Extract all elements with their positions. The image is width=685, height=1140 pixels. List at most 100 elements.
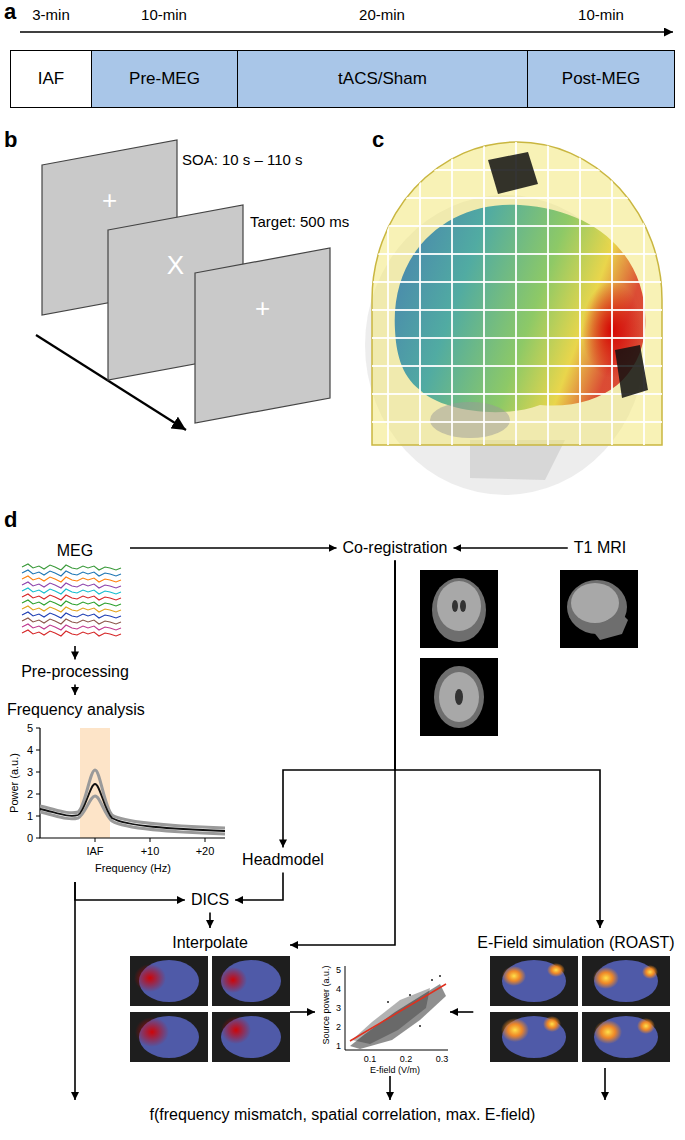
axis-title: E-field (V/m) xyxy=(370,1065,420,1075)
annotation-label: Target: 500 ms xyxy=(250,213,349,230)
mri-slices-part xyxy=(420,658,498,736)
phase-label: tACS/Sham xyxy=(338,69,427,89)
annotation-label: 4 xyxy=(27,744,33,757)
head-model-illustration-part xyxy=(488,152,538,194)
panel-letter: c xyxy=(372,127,384,152)
annotation-label: 10-min xyxy=(141,6,187,23)
phase-label: Pre-MEG xyxy=(129,69,200,89)
meg-traces-part xyxy=(22,576,121,582)
efield-maps-part xyxy=(543,1016,561,1032)
mri-slices-part xyxy=(592,612,628,640)
annotation-label: Frequency (Hz) xyxy=(95,862,171,875)
source-power-maps-part xyxy=(221,1016,251,1044)
tick-label: 2 xyxy=(336,1022,341,1032)
meg-traces-part xyxy=(22,612,121,618)
flow-arrow xyxy=(395,561,600,928)
meg-traces-part xyxy=(22,624,121,630)
flow-arrow xyxy=(130,547,337,549)
flow-arrow xyxy=(74,685,76,695)
efield-maps-part xyxy=(637,1018,655,1034)
step-label: T1 MRI xyxy=(574,538,626,557)
efield-maps-part xyxy=(582,1012,670,1062)
process-step: MEG xyxy=(20,536,130,646)
scatter-cloud-part xyxy=(350,984,446,1041)
meg-traces-part xyxy=(22,600,121,606)
annotation-label: 5 xyxy=(27,722,33,735)
step-label: Co-registration xyxy=(343,538,448,557)
head-model-illustration-part xyxy=(615,345,648,398)
scatter-plot: Source power (a.u.)E-field (V/m)123450.1… xyxy=(315,958,450,1076)
mri-slices-part xyxy=(434,666,484,728)
panel-letter: a xyxy=(4,0,16,25)
meg-traces xyxy=(22,564,121,636)
power-spectrum-part xyxy=(80,728,110,838)
flow-arrow xyxy=(604,1068,606,1100)
process-step: Co-registration xyxy=(337,535,454,560)
efield-maps-part xyxy=(593,967,619,989)
meg-traces-part xyxy=(22,564,121,570)
efield-maps-part xyxy=(502,960,566,1002)
efield-maps-part xyxy=(594,1016,658,1058)
source-power-maps-part xyxy=(212,956,290,1006)
process-step: Frequency analysis xyxy=(5,695,232,882)
tick-label: 1 xyxy=(336,1041,341,1051)
axis-title: Source power (a.u.) xyxy=(321,965,331,1044)
fixation-symbol: + xyxy=(255,294,270,325)
head-model-illustration-part xyxy=(360,130,670,450)
annotation-label: IAF xyxy=(86,845,103,858)
flow-arrow xyxy=(450,1011,473,1013)
phase-box: tACS/Sham xyxy=(237,50,528,108)
source-power-maps-part xyxy=(134,964,166,992)
process-step: Pre-processing xyxy=(15,659,135,684)
process-step: T1 MRI xyxy=(568,535,632,560)
power-spectrum xyxy=(36,728,225,842)
annotation-label: 3 xyxy=(27,766,33,779)
step-label: DICS xyxy=(191,890,229,909)
head-model-illustration-part-part xyxy=(643,130,645,450)
mri-slices-part xyxy=(460,600,466,612)
flow-arrow xyxy=(74,882,76,1100)
efield-maps-part xyxy=(594,1020,622,1044)
mri-slices-part xyxy=(439,672,479,722)
tick-label: 5 xyxy=(336,965,341,975)
flow-arrow xyxy=(74,646,76,659)
efield-maps-part xyxy=(502,966,526,986)
head-model-illustration-part-part xyxy=(579,130,581,450)
source-power-maps-part xyxy=(219,967,247,993)
efield-maps-part xyxy=(642,965,658,979)
step-label: Headmodel xyxy=(242,850,324,869)
head-model-illustration-part-part xyxy=(451,130,453,450)
annotation-label: SOA: 10 s – 110 s xyxy=(182,151,303,168)
fixation-symbol: X xyxy=(167,251,184,282)
scatter-cloud-part xyxy=(387,1001,389,1003)
head-model-illustration-part xyxy=(395,205,646,413)
flow-arrow xyxy=(389,1076,391,1100)
efield-maps-part xyxy=(594,960,658,1002)
output-function: f(frequency mismatch, spatial correlatio… xyxy=(20,1100,665,1130)
head-model-illustration-part-part xyxy=(611,130,613,450)
step-label: Pre-processing xyxy=(21,662,129,681)
annotation-label: 3-min xyxy=(32,6,70,23)
flow-arrow xyxy=(283,561,395,848)
efield-maps-part xyxy=(582,956,670,1006)
flow-arrow xyxy=(235,873,283,900)
meg-traces-part xyxy=(22,630,121,636)
phase-label: Post-MEG xyxy=(562,69,640,89)
phase-box: IAF xyxy=(10,50,92,108)
mri-slices-part xyxy=(571,583,619,623)
scatter-cloud xyxy=(345,966,448,1050)
efield-maps-part xyxy=(501,1018,529,1042)
mri-slices xyxy=(420,570,638,736)
scatter-cloud-part xyxy=(409,994,411,996)
source-power-maps-part xyxy=(212,1012,290,1062)
timeline-arrow xyxy=(20,32,673,33)
meg-traces-part xyxy=(22,582,121,588)
meg-traces-part xyxy=(22,618,121,624)
tick-label: 0.3 xyxy=(436,1054,449,1064)
tick-label: 0.2 xyxy=(400,1054,413,1064)
screen-outline xyxy=(195,248,330,423)
scatter-cloud-part xyxy=(345,966,448,1050)
panel-letter: b xyxy=(4,127,17,152)
timeline-arrow-part xyxy=(20,31,673,33)
